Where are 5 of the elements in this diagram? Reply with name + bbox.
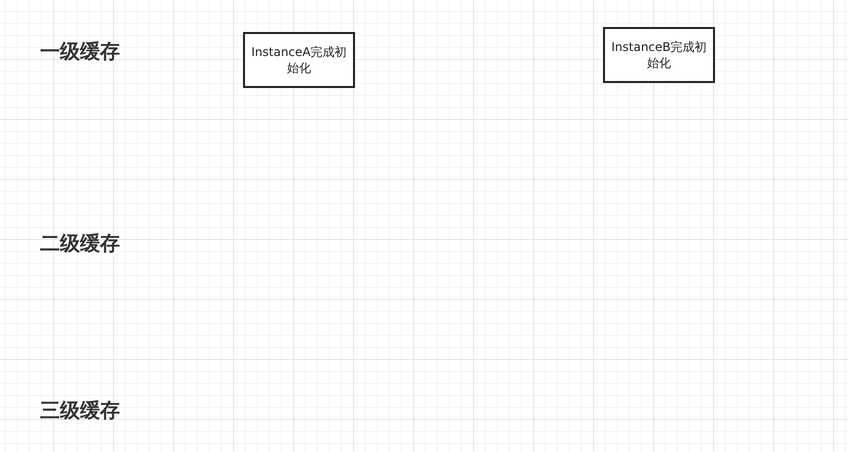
cache-level-label: 二级缓存 [40,230,120,257]
process-box: InstanceB完成初始化 [603,27,715,83]
cache-level-label: 三级缓存 [40,397,120,424]
cache-level-label: 一级缓存 [40,38,120,65]
process-box: InstanceA完成初始化 [243,32,355,88]
